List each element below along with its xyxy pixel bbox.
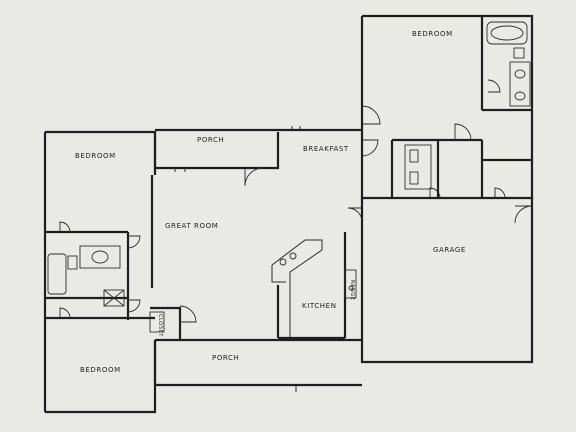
interior-walls (45, 16, 532, 340)
label-porch-bottom: PORCH (212, 354, 239, 362)
sink-icon (91, 250, 109, 264)
label-breakfast: BREAKFAST (303, 145, 349, 153)
toilet-icon (67, 255, 78, 270)
bathtub-icon (47, 253, 67, 295)
label-kitchen: KITCHEN (302, 302, 337, 310)
range-box (344, 269, 357, 299)
label-porch-top: PORCH (197, 136, 224, 144)
label-bedroom-bottom-left: BEDROOM (80, 366, 121, 374)
toilet-icon (409, 171, 419, 185)
exterior-walls (43, 14, 534, 414)
label-bedroom-left: BEDROOM (75, 152, 116, 160)
label-bedroom-top-right: BEDROOM (412, 30, 453, 38)
wall-details (174, 126, 301, 392)
closet-box (103, 289, 125, 307)
toilet-icon (513, 47, 525, 59)
label-garage: GARAGE (433, 246, 466, 254)
room-labels: BEDROOM BEDROOM BEDROOM PORCH BREAKFAST … (75, 30, 466, 374)
sink-icon (279, 258, 287, 266)
bathtub-icon (486, 21, 528, 45)
doors (59, 79, 533, 323)
toilet-icon (409, 149, 419, 163)
sink-icon (514, 91, 526, 101)
fixtures (47, 21, 531, 338)
door-icon (244, 167, 264, 187)
sink-icon (514, 69, 526, 79)
label-great-room: GREAT ROOM (165, 222, 218, 230)
label-closet: CLOSET (157, 314, 163, 337)
label-range: RANGE (349, 280, 355, 300)
